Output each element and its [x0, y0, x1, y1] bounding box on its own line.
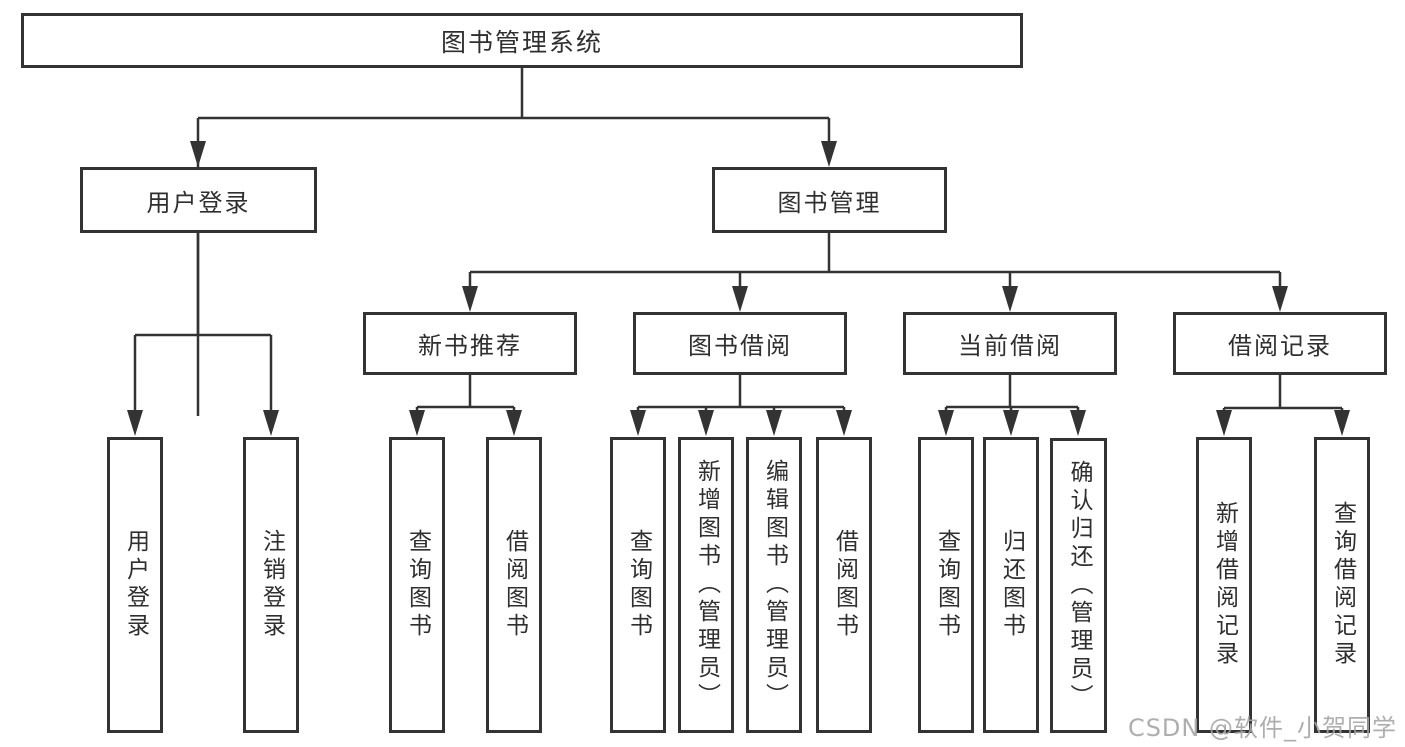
arrow-icon [938, 410, 954, 436]
node-user-login: 用户登录 [80, 167, 317, 233]
leaf-logout: 注销登录 [243, 437, 299, 733]
node-label: 查询图书 [404, 529, 431, 641]
leaf-add-borrow-record: 新增借阅记录 [1196, 437, 1252, 733]
arrow-icon [409, 410, 425, 436]
arrow-icon [1070, 410, 1086, 436]
leaf-return-book: 归还图书 [983, 437, 1039, 733]
node-label: 借阅图书 [501, 529, 528, 641]
node-label: 新增图书（管理员） [693, 459, 720, 711]
node-label: 新书推荐 [418, 332, 522, 360]
leaf-borrow-books-recommend: 借阅图书 [486, 437, 542, 733]
arrow-icon [766, 410, 782, 436]
arrow-icon [630, 410, 646, 436]
node-label: 图书管理 [777, 188, 882, 217]
node-new-book-recommend: 新书推荐 [363, 312, 577, 375]
connector-new-book [415, 375, 516, 416]
node-label: 图书借阅 [688, 332, 792, 360]
node-label: 借阅记录 [1228, 332, 1332, 360]
leaf-query-books-borrow: 查询图书 [610, 437, 666, 733]
node-borrow-records: 借阅记录 [1173, 312, 1387, 375]
arrow-icon [462, 286, 478, 312]
connector-book-borrow [636, 375, 846, 416]
connector-borrow-records [1222, 375, 1344, 416]
node-current-borrow: 当前借阅 [903, 312, 1117, 375]
arrow-icon [127, 410, 143, 436]
leaf-add-book-admin: 新增图书（管理员） [678, 437, 734, 733]
arrow-icon [836, 410, 852, 436]
arrow-icon [1003, 410, 1019, 436]
arrow-icon [190, 141, 206, 167]
node-label: 归还图书 [998, 529, 1025, 641]
node-label: 图书管理系统 [440, 27, 603, 57]
arrowheads [127, 141, 1350, 436]
leaf-query-borrow-record: 查询借阅记录 [1314, 437, 1370, 733]
node-label: 当前借阅 [958, 332, 1062, 360]
node-label: 新增借阅记录 [1211, 501, 1238, 669]
arrow-icon [1334, 410, 1350, 436]
arrow-icon [263, 410, 279, 436]
leaf-query-books-current: 查询图书 [918, 437, 974, 733]
leaf-borrow-books: 借阅图书 [816, 437, 872, 733]
leaf-query-books-recommend: 查询图书 [389, 437, 445, 733]
arrow-icon [821, 141, 837, 167]
leaf-edit-book-admin: 编辑图书（管理员） [746, 437, 802, 733]
arrow-icon [506, 410, 522, 436]
node-book-management: 图书管理 [712, 167, 947, 233]
connector-root [196, 68, 831, 416]
node-library-system: 图书管理系统 [21, 13, 1023, 68]
arrow-icon [1216, 410, 1232, 436]
node-label: 查询图书 [625, 529, 652, 641]
node-label: 借阅图书 [831, 529, 858, 641]
leaf-confirm-return-admin: 确认归还（管理员） [1050, 438, 1107, 733]
connector-current-borrow [944, 375, 1080, 416]
arrow-icon [732, 286, 748, 312]
node-label: 编辑图书（管理员） [761, 459, 788, 711]
watermark: CSDN @软件_小贺同学 [1127, 714, 1397, 742]
node-label: 用户登录 [146, 188, 251, 217]
node-label: 用户登录 [122, 529, 149, 641]
arrow-icon [698, 410, 714, 436]
node-book-borrow: 图书借阅 [633, 312, 847, 375]
connector-book-management [468, 233, 1282, 293]
arrow-icon [1002, 286, 1018, 312]
node-label: 确认归还（管理员） [1066, 459, 1092, 712]
node-label: 注销登录 [258, 529, 285, 641]
node-label: 查询图书 [933, 529, 960, 641]
leaf-user-login: 用户登录 [107, 437, 163, 733]
connector-user-login [133, 233, 273, 416]
node-label: 查询借阅记录 [1329, 501, 1356, 669]
arrow-icon [1272, 286, 1288, 312]
